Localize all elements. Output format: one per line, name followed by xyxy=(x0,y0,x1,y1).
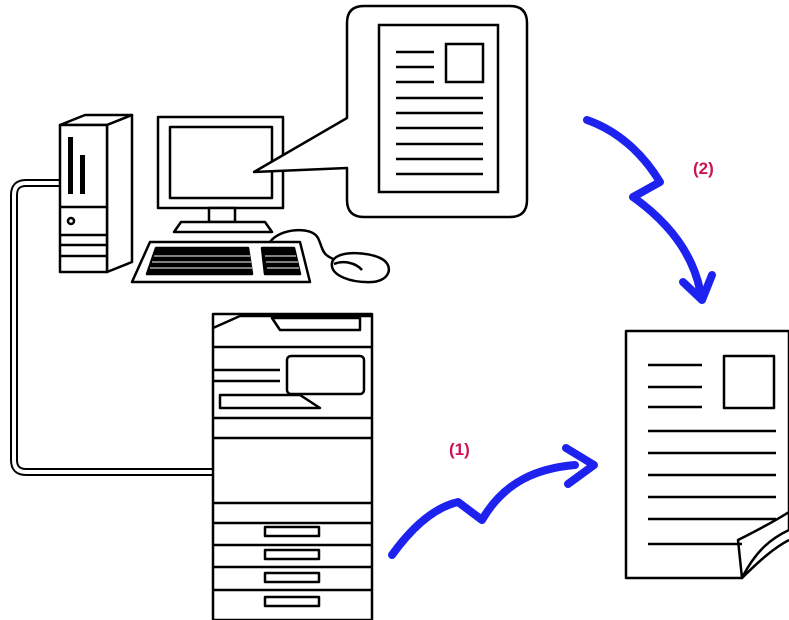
desktop-tower-icon xyxy=(60,115,132,272)
arrow-step-1 xyxy=(392,465,575,555)
monitor-icon xyxy=(158,117,283,232)
arrow-icon xyxy=(587,120,712,300)
mouse-icon xyxy=(332,253,389,282)
document-icon xyxy=(379,25,498,192)
arrow-icon xyxy=(392,448,594,555)
printed-page-icon xyxy=(626,331,789,578)
arrow-step-2 xyxy=(587,120,700,290)
multifunction-printer-icon xyxy=(213,314,372,620)
step-1-label: (1) xyxy=(449,441,470,458)
keyboard-icon xyxy=(132,242,310,282)
step-2-label: (2) xyxy=(693,160,714,177)
